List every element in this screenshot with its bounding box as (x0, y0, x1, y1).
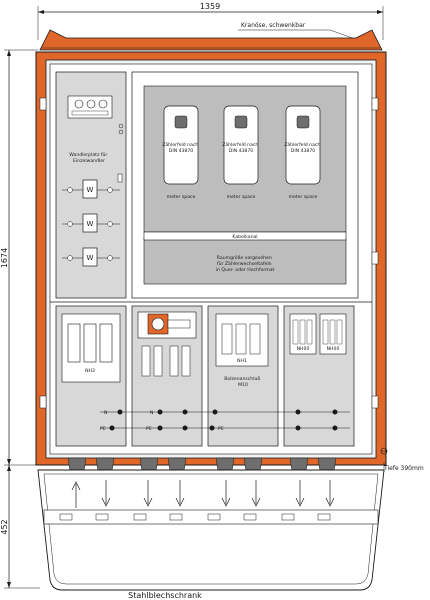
door-hinges (39, 97, 379, 409)
meter-space-label: meter space (167, 194, 196, 200)
converter-space-label: Wandlerplatz für Einzelwandler (69, 152, 108, 164)
space-note: Raumgröße vorgesehen für Zählerwechselta… (216, 255, 275, 273)
switch-module (131, 305, 203, 447)
meter-board-2: Zählerfeld nach DIN 43870 meter space (222, 105, 260, 200)
cable-channel: Kabelkanal (143, 231, 347, 241)
nh-label: NH3 (85, 368, 95, 374)
meter-field-label: Zählerfeld nach DIN 43870 (222, 142, 260, 154)
pe-label: PE (218, 426, 224, 432)
arrow-down-icon (295, 480, 305, 507)
converter-panel: Wandlerplatz für Einzelwandler W W W (55, 71, 127, 299)
width-label: 1359 (200, 2, 220, 11)
arrow-down-icon (101, 480, 111, 507)
converter-row: W (62, 213, 120, 233)
arrow-down-icon (325, 480, 335, 507)
meter-field-label: Zählerfeld nach DIN 43870 (162, 142, 200, 154)
fuse-module-nh00: NH00 NH00 (283, 305, 355, 447)
busbars: N PE N PE PE (100, 409, 350, 432)
base-label: Stahlblechschrank (128, 591, 202, 600)
arrow-up-icon (71, 481, 81, 508)
cable-direction-arrows (71, 480, 335, 508)
cabinet-roof (39, 29, 383, 51)
n-label: N (150, 410, 153, 416)
crane-eye-label: Kranöse, schwenkbar (241, 22, 306, 29)
pe-label: PE (100, 426, 106, 432)
meter-space-label: meter space (289, 194, 318, 200)
pe-label: PE (146, 426, 152, 432)
n-label: N (104, 410, 107, 416)
converter-row: W (62, 179, 120, 199)
nh1-label: NH1 (237, 358, 247, 364)
bolt-connection-label: Bolzenanschluß M10 (224, 376, 262, 388)
fuse-module-nh1: NH1 Bolzenanschluß M10 (207, 305, 279, 447)
meter-board-3: Zählerfeld nach DIN 43870 meter space (284, 105, 322, 200)
arrow-down-icon (175, 480, 185, 507)
meter-board-1: Zählerfeld nach DIN 43870 meter space (162, 105, 200, 200)
height-dimension: 1674 452 (0, 49, 40, 589)
meter-field-label: Zählerfeld nach DIN 43870 (284, 142, 322, 154)
nh00-label: NH00 (327, 346, 340, 352)
depth-label: Tiefe 390mm (383, 465, 424, 472)
earth-icon (380, 447, 388, 455)
meter-space-label: meter space (227, 194, 256, 200)
crane-eye-annotation: Kranöse, schwenkbar (238, 22, 359, 41)
height-top-label: 1674 (0, 248, 9, 268)
depth-annotation: Tiefe 390mm (383, 462, 424, 472)
cable-channel-label: Kabelkanal (232, 234, 257, 240)
fuse-module-1: NH3 (55, 305, 127, 447)
height-bottom-label: 452 (0, 519, 9, 534)
w-label: W (87, 186, 94, 194)
width-dimension: 1359 (37, 2, 384, 40)
arrow-down-icon (221, 480, 231, 507)
nh00-label: NH00 (297, 346, 310, 352)
arrow-down-icon (143, 480, 153, 507)
w-label: W (87, 220, 94, 228)
w-label: W (87, 254, 94, 262)
cabinet-base (37, 469, 385, 591)
fuse-columns (141, 345, 191, 377)
converter-row: W (62, 247, 120, 267)
arrow-down-icon (251, 480, 261, 507)
